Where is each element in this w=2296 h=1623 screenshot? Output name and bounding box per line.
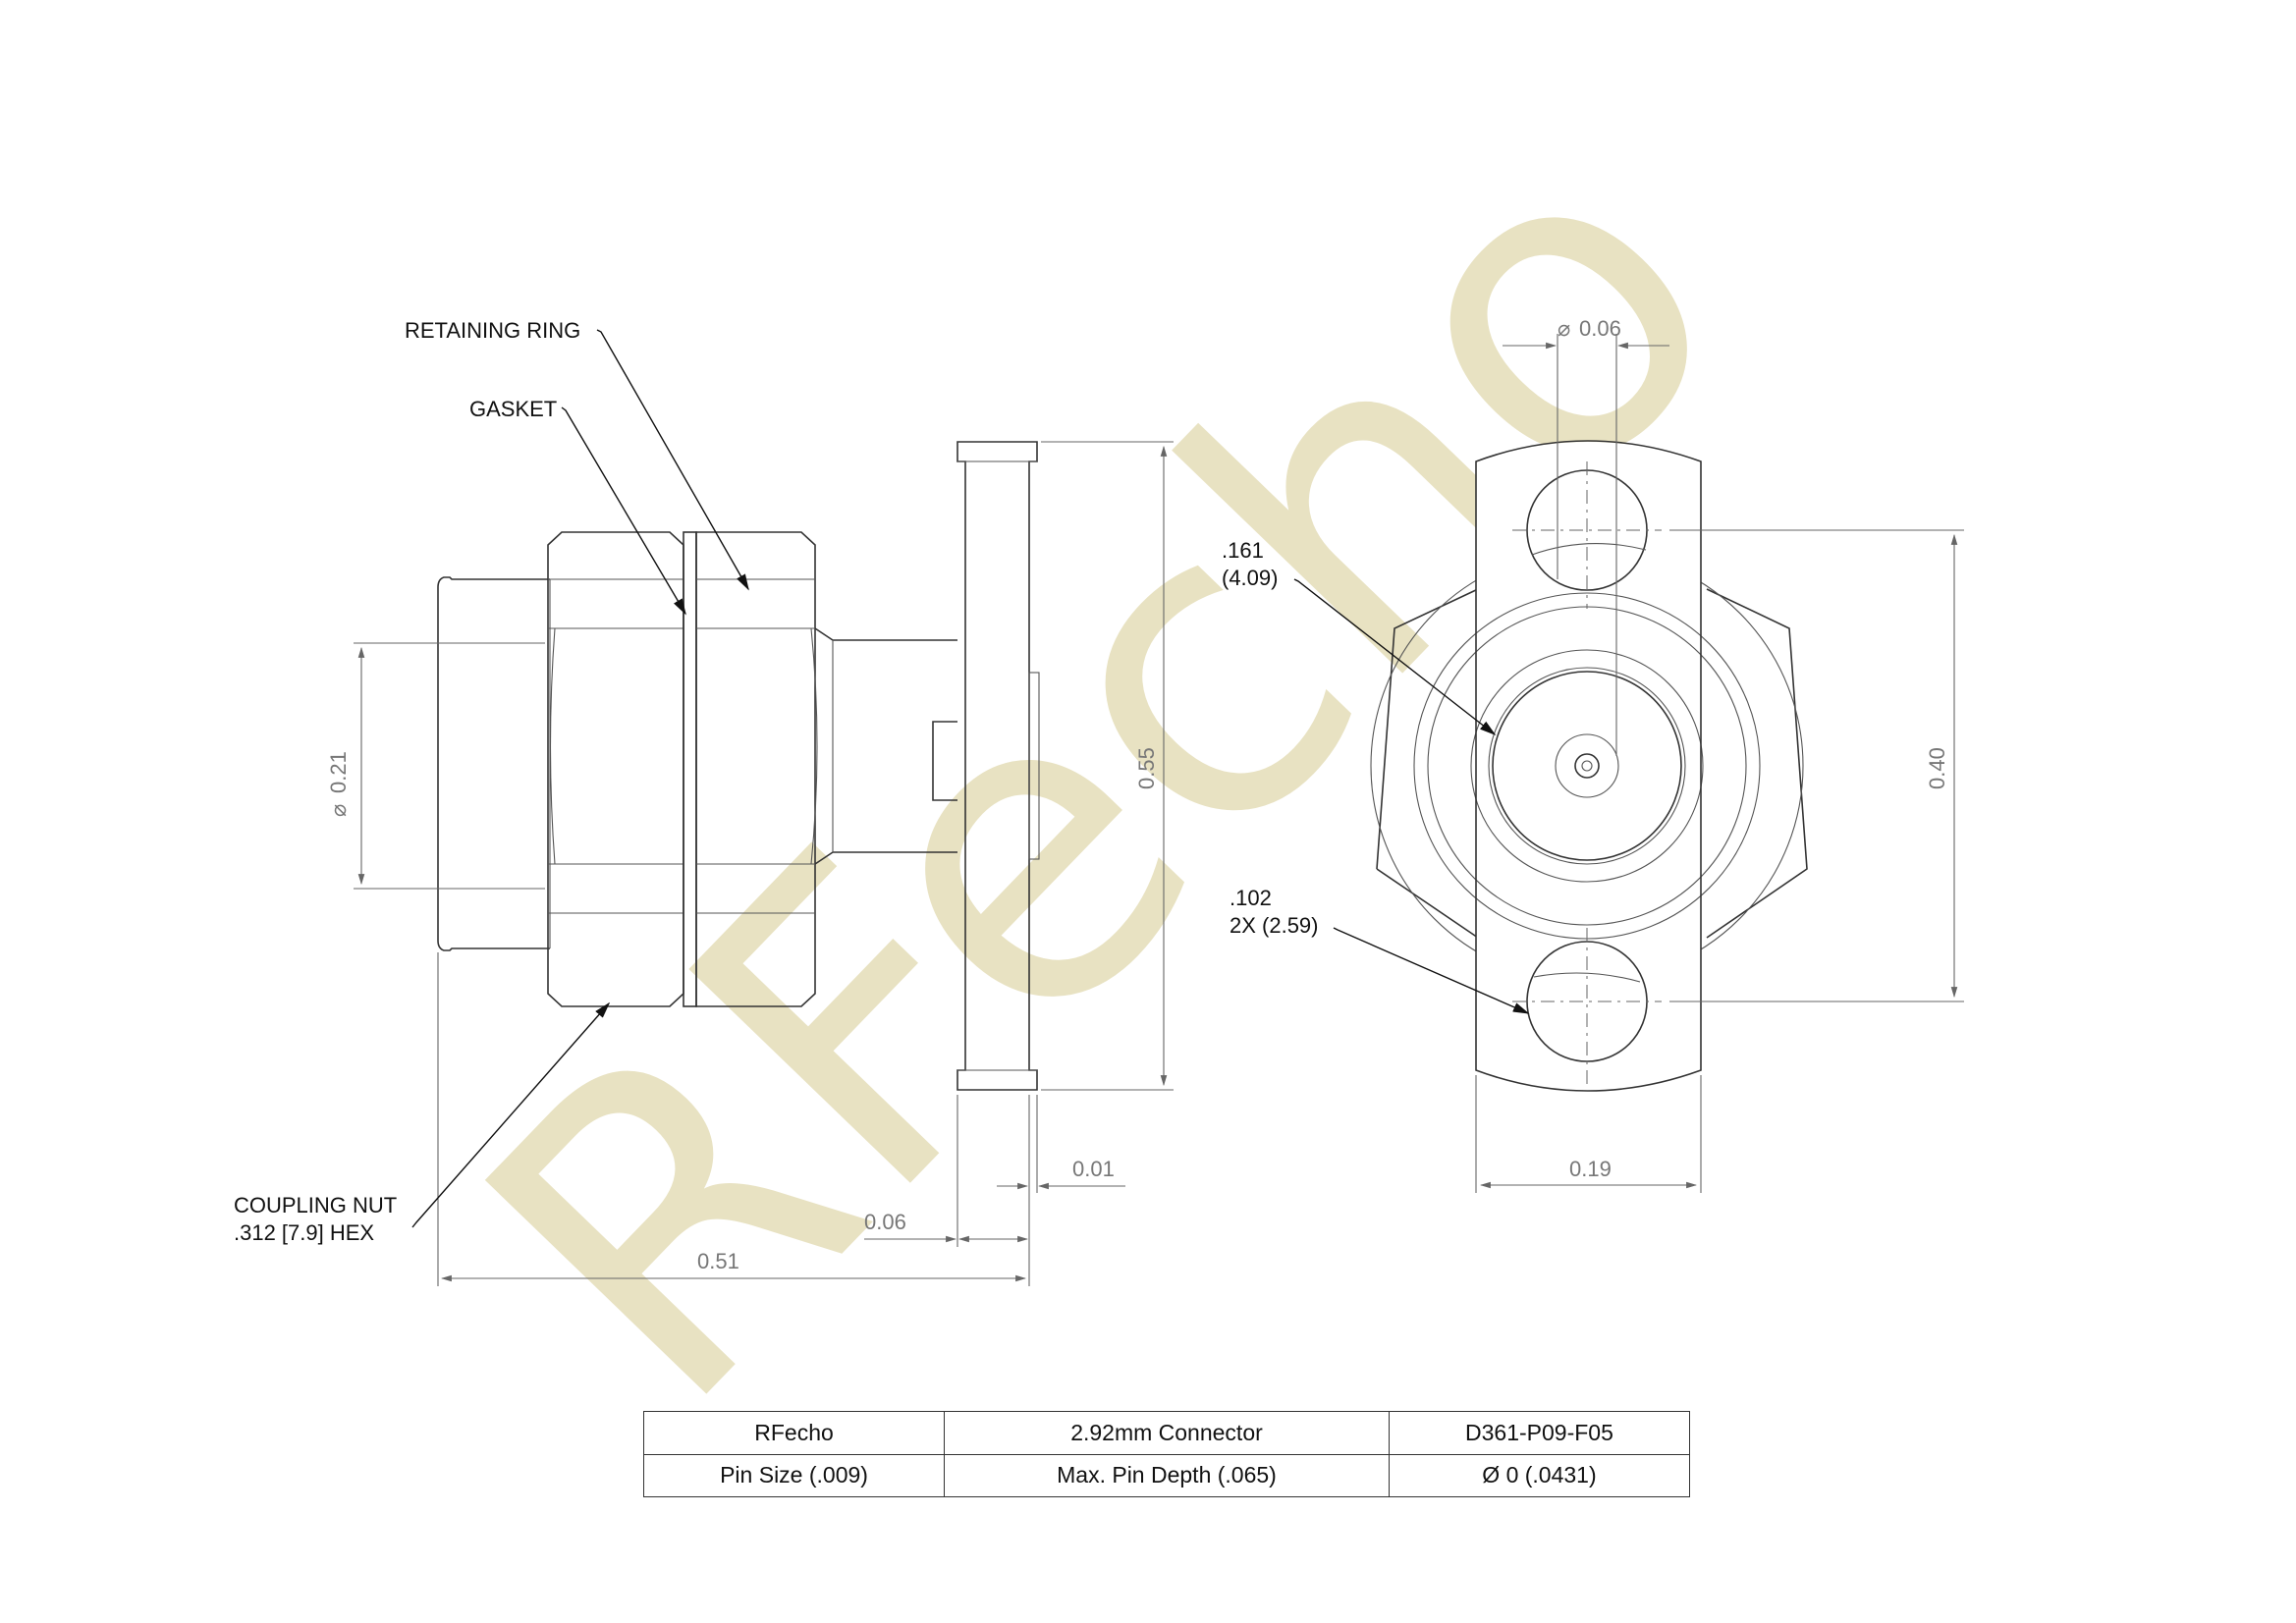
coupling-nut	[547, 531, 684, 1007]
front-body	[437, 576, 550, 951]
dim-flange-offset: 0.06	[864, 1210, 906, 1234]
callout-bore-dia-1: .161	[1222, 538, 1264, 563]
watermark: RFecho	[397, 51, 1814, 1493]
hex-outline	[1376, 588, 1808, 939]
callout-mount-hole-2: 2X (2.59)	[1230, 913, 1319, 938]
title-block-row: Pin Size (.009) Max. Pin Depth (.065) Ø …	[642, 1453, 1691, 1497]
callout-mount-hole-1: .102	[1230, 886, 1272, 910]
title-block-cell: D361-P09-F05	[1388, 1411, 1691, 1455]
center-pin	[1574, 753, 1600, 779]
flange-plate	[1476, 442, 1701, 1090]
dim-pin-diameter: 0.06	[1579, 316, 1621, 341]
title-block-cell: Max. Pin Depth (.065)	[944, 1453, 1390, 1497]
side-view: ⌀ 0.21 0.55 0.01 0.06 0.51 RETAINING RIN…	[234, 318, 1174, 1286]
dim-pin-diameter-symbol: ⌀	[1558, 316, 1570, 341]
dim-body-diameter: 0.21	[326, 751, 351, 793]
dim-overall-length: 0.51	[697, 1249, 739, 1273]
dim-flange-thickness: 0.01	[1072, 1157, 1115, 1181]
watermark-text: RFecho	[397, 51, 1814, 1493]
callout-coupling-nut-2: .312 [7.9] HEX	[234, 1220, 374, 1245]
callout-coupling-nut-1: COUPLING NUT	[234, 1193, 397, 1217]
dim-hole-spacing: 0.40	[1925, 747, 1949, 789]
title-block-row: RFecho 2.92mm Connector D361-P09-F05	[642, 1411, 1691, 1455]
callout-retaining-ring: RETAINING RING	[405, 318, 580, 343]
title-block-cell: Ø 0 (.0431)	[1388, 1453, 1691, 1497]
title-block: RFecho 2.92mm Connector D361-P09-F05 Pin…	[642, 1411, 1691, 1497]
callout-bore-dia-2: (4.09)	[1222, 566, 1278, 590]
dim-body-diameter-symbol: ⌀	[326, 804, 351, 817]
title-block-cell: Pin Size (.009)	[642, 1453, 946, 1497]
dim-flange-height: 0.55	[1134, 747, 1159, 789]
front-view: ⌀ 0.06 0.40 0.19 .161 (4.09) .102 2X (2.…	[1222, 316, 1964, 1193]
title-block-cell: RFecho	[642, 1411, 946, 1455]
callout-gasket: GASKET	[469, 397, 557, 421]
dim-flange-width: 0.19	[1569, 1157, 1612, 1181]
retaining-ring	[695, 531, 816, 1007]
center-bore	[1492, 671, 1682, 861]
title-block-cell: 2.92mm Connector	[944, 1411, 1390, 1455]
